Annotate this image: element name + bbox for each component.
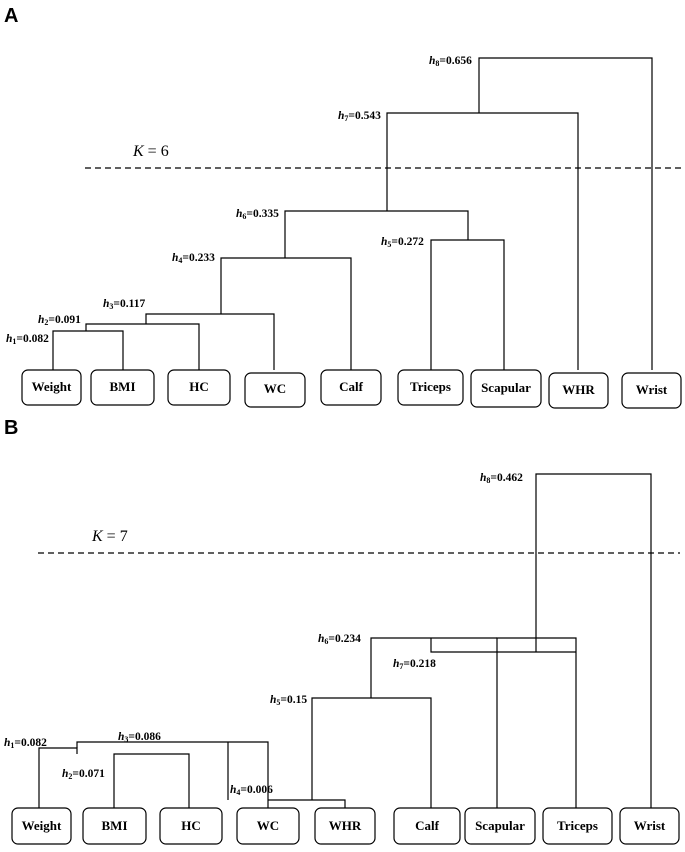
panel-a-leaf-wc: WC: [244, 372, 306, 408]
panel-b: B K= 7 h1=0.082 h2=0.071 h3=0.086 h4=0.0…: [4, 417, 680, 845]
panel-b-branch-h5-main: [311, 697, 432, 808]
panel-b-height-label-h7: h7=0.218: [393, 658, 436, 671]
panel-a-leaf-whr: WHR: [548, 372, 609, 409]
panel-b-leaf-hc: HC: [159, 807, 223, 845]
panel-a-branch-h6: [284, 210, 469, 258]
svg-text:Weight: Weight: [22, 818, 62, 833]
panel-b-leaf-wc: WC: [236, 807, 300, 845]
svg-text:Scapular: Scapular: [475, 818, 525, 833]
panel-a-leaf-weight: Weight: [21, 369, 82, 406]
svg-text:WC: WC: [264, 381, 286, 396]
panel-b-branch-h7-link: [430, 638, 576, 653]
svg-text:Triceps: Triceps: [410, 379, 451, 394]
panel-a-height-label-h4: h4=0.233: [172, 252, 215, 265]
panel-b-leaf-wrist: Wrist: [619, 807, 680, 845]
svg-text:Wrist: Wrist: [634, 818, 666, 833]
panel-b-height-label-h1: h1=0.082: [4, 737, 47, 750]
svg-text:BMI: BMI: [110, 379, 136, 394]
panel-b-leaf-triceps: Triceps: [542, 807, 613, 845]
panel-a-letter: A: [4, 5, 18, 27]
svg-text:Scapular: Scapular: [481, 380, 531, 395]
panel-b-branch-h6: [370, 637, 497, 698]
panel-a-height-label-h8: h8=0.656: [429, 55, 472, 68]
panel-a-height-label-h3: h3=0.117: [103, 298, 145, 311]
panel-b-height-label-h3: h3=0.086: [118, 731, 161, 744]
panel-a-branch-h7: [386, 112, 579, 370]
panel-a-leaf-scapular: Scapular: [470, 369, 542, 408]
panel-b-leaf-weight: Weight: [11, 807, 72, 845]
panel-b-branch-h1: [38, 747, 78, 808]
svg-text:WC: WC: [257, 818, 279, 833]
svg-text:Triceps: Triceps: [557, 818, 598, 833]
panel-b-letter: B: [4, 417, 18, 439]
svg-text:WHR: WHR: [329, 818, 362, 833]
svg-text:WHR: WHR: [562, 382, 595, 397]
panel-b-branch-h3: [76, 741, 269, 808]
panel-a-leaf-triceps: Triceps: [397, 369, 464, 406]
panel-b-branch-h7: [496, 637, 577, 808]
svg-text:HC: HC: [189, 379, 209, 394]
panel-a-leaf-hc: HC: [167, 369, 231, 406]
panel-a-height-label-h1: h1=0.082: [6, 333, 49, 346]
panel-a-height-label-h2: h2=0.091: [38, 314, 81, 327]
panel-a-k-label: K= 6: [132, 143, 169, 160]
panel-a-branch-h1: [52, 330, 124, 370]
panel-b-leaf-calf: Calf: [393, 807, 461, 845]
panel-b-branch-h8: [535, 473, 652, 808]
panel-a-branch-h2: [85, 323, 200, 370]
panel-b-height-label-h4: h4=0.006: [230, 784, 273, 797]
panel-a-branch-h5: [430, 239, 505, 370]
panel-b-branch-h2: [113, 753, 190, 808]
panel-b-height-label-h2: h2=0.071: [62, 768, 105, 781]
svg-text:Weight: Weight: [32, 379, 72, 394]
panel-b-leaf-bmi: BMI: [82, 807, 147, 845]
panel-a-leaf-wrist: Wrist: [621, 372, 682, 409]
panel-b-branch-h4: [268, 799, 346, 808]
svg-text:Calf: Calf: [415, 818, 440, 833]
panel-a-leaf-calf: Calf: [320, 369, 382, 406]
panel-b-height-label-h5: h5=0.15: [270, 694, 307, 707]
svg-text:Calf: Calf: [339, 379, 364, 394]
svg-text:Wrist: Wrist: [636, 382, 668, 397]
panel-b-k-label: K= 7: [91, 528, 128, 545]
panel-a-leaf-bmi: BMI: [90, 369, 155, 406]
panel-b-height-label-h6: h6=0.234: [318, 633, 361, 646]
panel-a: A K= 6 h1=0.082 h2=0.091 h3=0.117 h4=0.2…: [4, 5, 682, 409]
panel-b-height-label-h8: h8=0.462: [480, 472, 523, 485]
svg-text:BMI: BMI: [102, 818, 128, 833]
panel-b-leaf-scapular: Scapular: [464, 807, 536, 845]
panel-a-height-label-h7: h7=0.543: [338, 110, 381, 123]
panel-a-branch-h4: [220, 257, 352, 370]
panel-a-branch-h8: [478, 57, 653, 370]
svg-text:HC: HC: [181, 818, 201, 833]
panel-b-leaf-whr: WHR: [314, 807, 376, 845]
panel-a-height-label-h5: h5=0.272: [381, 236, 424, 249]
panel-a-branch-h3: [145, 313, 275, 370]
panel-a-height-label-h6: h6=0.335: [236, 208, 279, 221]
